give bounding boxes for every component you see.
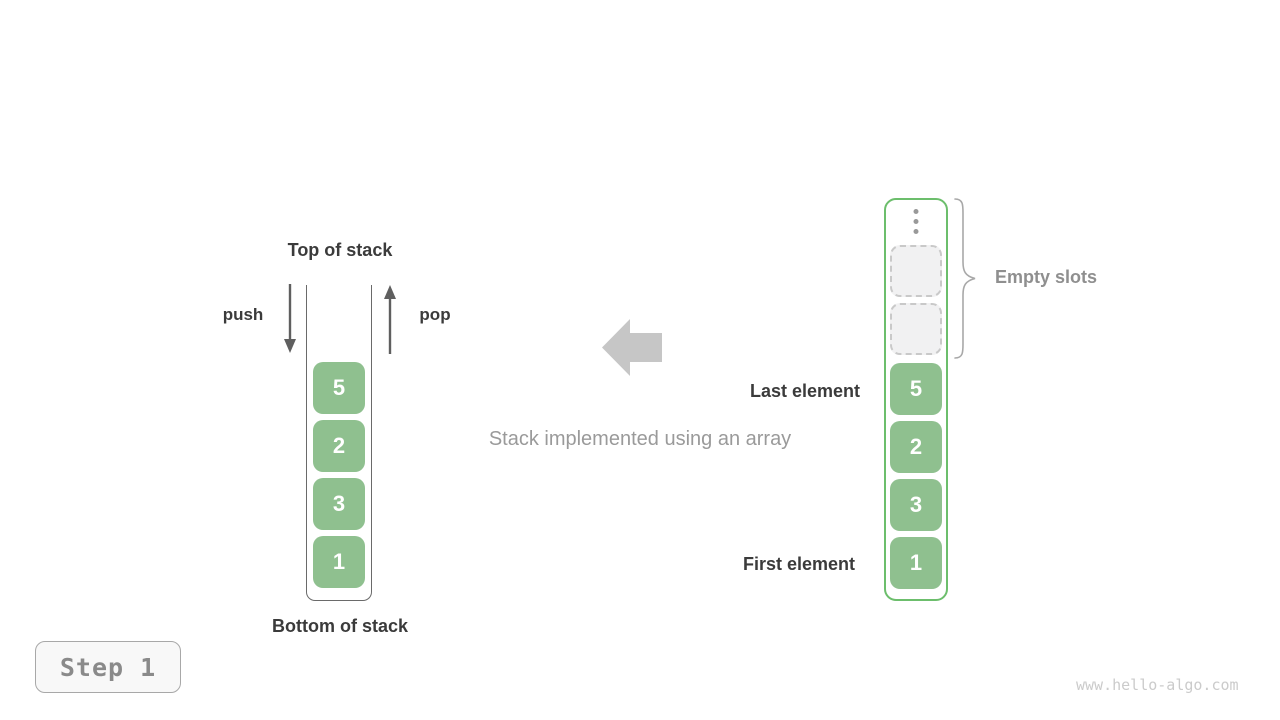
stack-cells: 5 2 3 1 <box>313 362 365 588</box>
last-element-label: Last element <box>749 381 860 401</box>
stack-cell: 5 <box>313 362 365 414</box>
step-badge-label: Step 1 <box>59 652 157 682</box>
stack-cell: 3 <box>313 478 365 530</box>
pop-up-arrow-icon <box>384 285 396 354</box>
array-cell: 3 <box>890 479 942 531</box>
array-cell: 1 <box>890 537 942 589</box>
first-element-label: First element <box>742 554 855 574</box>
array-cell: 2 <box>890 421 942 473</box>
diagram-caption: Stack implemented using an array <box>488 428 792 450</box>
push-label: push <box>222 305 264 324</box>
transform-left-arrow-icon <box>602 319 662 376</box>
empty-slot <box>890 303 942 355</box>
pop-label: pop <box>419 305 451 324</box>
vertical-ellipsis-icon <box>913 209 919 234</box>
array-cell: 5 <box>890 363 942 415</box>
empty-slot <box>890 245 942 297</box>
empty-slots-brace-icon <box>954 198 976 359</box>
bottom-of-stack-label: Bottom of stack <box>271 616 408 636</box>
stack-cell: 1 <box>313 536 365 588</box>
stack-container: 5 2 3 1 <box>306 285 372 601</box>
watermark-url: www.hello-algo.com <box>1076 676 1239 694</box>
empty-slots-label: Empty slots <box>995 267 1098 287</box>
stack-cell: 2 <box>313 420 365 472</box>
top-of-stack-label: Top of stack <box>287 240 393 260</box>
push-down-arrow-icon <box>284 284 296 353</box>
step-badge: Step 1 <box>35 641 181 693</box>
array-container: 5 2 3 1 <box>884 198 948 601</box>
